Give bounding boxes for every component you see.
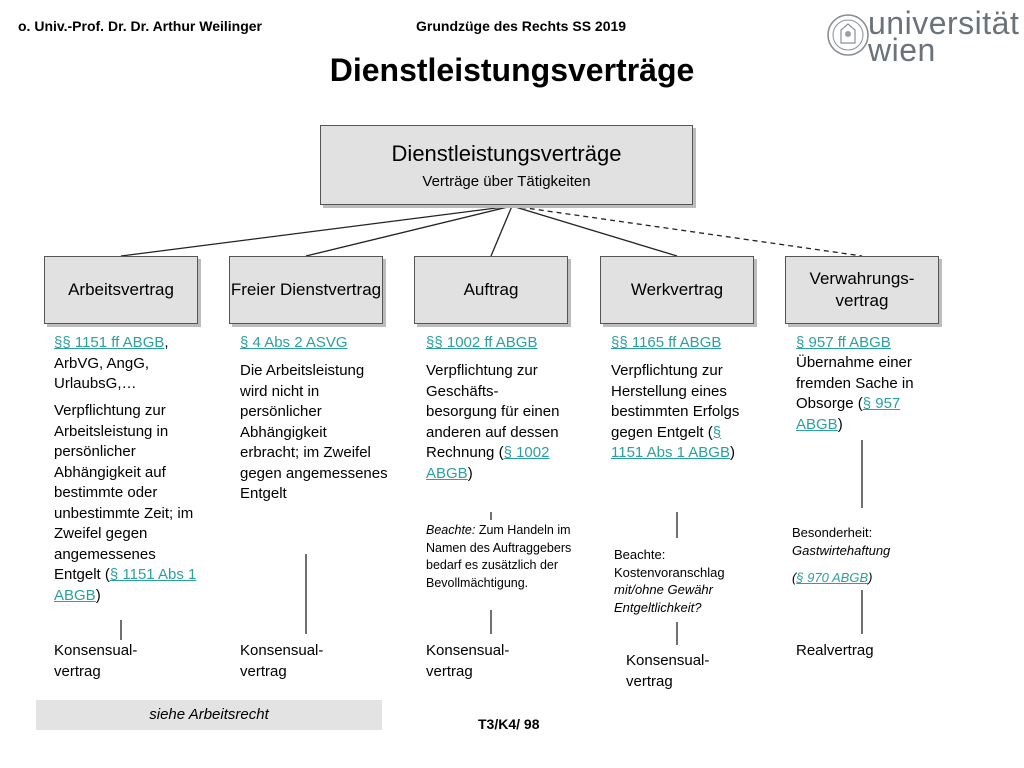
paren-open: ( — [498, 444, 504, 461]
abgb-957-link[interactable]: § 957 ABGB — [796, 395, 901, 433]
col4-description: Verpflichtung zur Herstellung eines best… — [611, 361, 751, 464]
col2-reference: § 4 Abs 2 ASVG — [240, 333, 400, 354]
paren-open: ( — [104, 566, 110, 583]
page-title: Dienstleistungsverträge — [329, 52, 695, 88]
col3-note: Beachte: Zum Handeln im Namen des Auftra… — [426, 522, 576, 592]
root-subtitle: Verträge über Tätigkeiten — [422, 172, 591, 190]
col1-contract-type: Konsensual-vertrag — [54, 642, 138, 680]
root-title: Dienstleistungsverträge — [391, 140, 622, 166]
abgb-970-link[interactable]: § 970 ABGB — [796, 570, 869, 585]
note-text: Zum Handeln im Namen des Auftraggebers b… — [426, 523, 572, 590]
footer-note-box: siehe Arbeitsrecht — [36, 700, 382, 730]
author-header: o. Univ.-Prof. Dr. Dr. Arthur Weilinger — [18, 18, 262, 34]
col5-description: Übernahme einer fremden Sache in Obsorge… — [796, 353, 936, 435]
seal-icon — [827, 14, 869, 56]
paren-close: ) — [729, 444, 735, 461]
abgb-1002-link[interactable]: § 1002 ABGB — [426, 444, 550, 482]
col5-contract-type: Realvertrag — [796, 642, 874, 659]
paren-close: ) — [868, 570, 873, 585]
root-box: Dienstleistungsverträge Verträge über Tä… — [320, 125, 693, 205]
special-text: Gastwirtehaftung — [792, 542, 891, 558]
col2-description: Die Arbeitsleistung wird nicht in persön… — [240, 362, 388, 502]
category-label: Arbeitsvertrag — [68, 280, 174, 299]
col3-contract-type: Konsensual-vertrag — [426, 642, 510, 680]
col4-contract-type: Konsensual-vertrag — [626, 652, 710, 690]
university-logo: universität wien — [826, 5, 1020, 68]
special-label: Besonderheit: — [792, 525, 873, 540]
col1-description: Verpflichtung zur Arbeitsleistung in per… — [54, 401, 204, 606]
col1-desc-text: Verpflichtung zur Arbeitsleistung in per… — [54, 402, 194, 583]
page-number: T3/K4/ 98 — [478, 716, 540, 732]
note-label: Beachte: — [426, 523, 476, 537]
connector-verwahrungsvertrag — [511, 205, 863, 257]
footer-note: siehe Arbeitsrecht — [149, 706, 269, 723]
col3-reference: §§ 1002 ff ABGB — [426, 333, 586, 354]
category-arbeitsvertrag: Arbeitsvertrag — [44, 256, 198, 324]
col5-desc-text: Übernahme einer fremden Sache in Obsorge — [796, 354, 914, 412]
note-label: Beachte: — [614, 547, 666, 562]
paren-open: ( — [707, 423, 713, 441]
logo-line-2: wien — [868, 32, 936, 68]
connector-werkvertrag — [511, 205, 678, 257]
category-verwahrungsvertrag: Verwahrungs-vertrag — [785, 256, 939, 324]
abgb-1002-ff-link[interactable]: §§ 1002 ff ABGB — [426, 334, 538, 351]
category-freier-dienstvertrag: Freier Dienstvertrag — [229, 256, 383, 324]
abgb-957-ff-link[interactable]: § 957 ff ABGB — [796, 334, 891, 351]
paren-open: ( — [857, 395, 863, 412]
abgb-1151-link[interactable]: §§ 1151 ff ABGB — [54, 334, 165, 351]
col4-desc-text: Verpflichtung zur Herstellung eines best… — [611, 362, 740, 441]
col2-contract-type: Konsensual-vertrag — [240, 642, 324, 680]
connector-freier-dienstvertrag — [305, 205, 513, 257]
note-line: Kostenvoranschlag — [614, 564, 725, 580]
category-auftrag: Auftrag — [414, 256, 568, 324]
col4-note: Beachte: Kostenvoranschlag mit/ohne Gewä… — [614, 546, 774, 616]
col1-ref-rest: , ArbVG, AngG, UrlaubsG,… — [54, 334, 169, 392]
paren-close: ) — [837, 415, 843, 433]
category-label: Verwahrungs-vertrag — [809, 269, 915, 310]
asvg-4-link[interactable]: § 4 Abs 2 ASVG — [240, 334, 348, 351]
category-label: Auftrag — [463, 280, 519, 299]
connector-auftrag — [490, 205, 513, 257]
col3-desc-text: Verpflichtung zur Geschäfts-besorgung fü… — [426, 362, 560, 461]
abgb-1165-link[interactable]: §§ 1165 ff ABGB — [611, 334, 722, 351]
abgb-1151-abs1-link[interactable]: § 1151 Abs 1 ABGB — [54, 566, 197, 604]
course-header: Grundzüge des Rechts SS 2019 — [416, 18, 627, 34]
col5-reference: § 957 ff ABGB — [796, 333, 941, 354]
col3-description: Verpflichtung zur Geschäfts-besorgung fü… — [426, 361, 561, 484]
category-label: Freier Dienstvertrag — [230, 280, 382, 299]
col4-reference: §§ 1165 ff ABGB — [611, 333, 771, 354]
col1-reference: §§ 1151 ff ABGB, ArbVG, AngG, UrlaubsG,… — [54, 333, 214, 395]
category-label: Werkvertrag — [630, 280, 724, 299]
col5-special: Besonderheit: Gastwirtehaftung (§ 970 AB… — [792, 524, 932, 587]
paren-open: ( — [792, 570, 797, 585]
connector-arbeitsvertrag — [120, 205, 513, 257]
paren-close: ) — [95, 586, 101, 604]
note-italic: mit/ohne Gewähr Entgeltlichkeit? — [614, 582, 713, 615]
abgb-1151-abs1-link-werk[interactable]: § 1151 Abs 1 ABGB — [611, 423, 730, 462]
paren-close: ) — [467, 464, 473, 482]
category-werkvertrag: Werkvertrag — [600, 256, 754, 324]
logo-line-1: universität — [868, 5, 1020, 41]
